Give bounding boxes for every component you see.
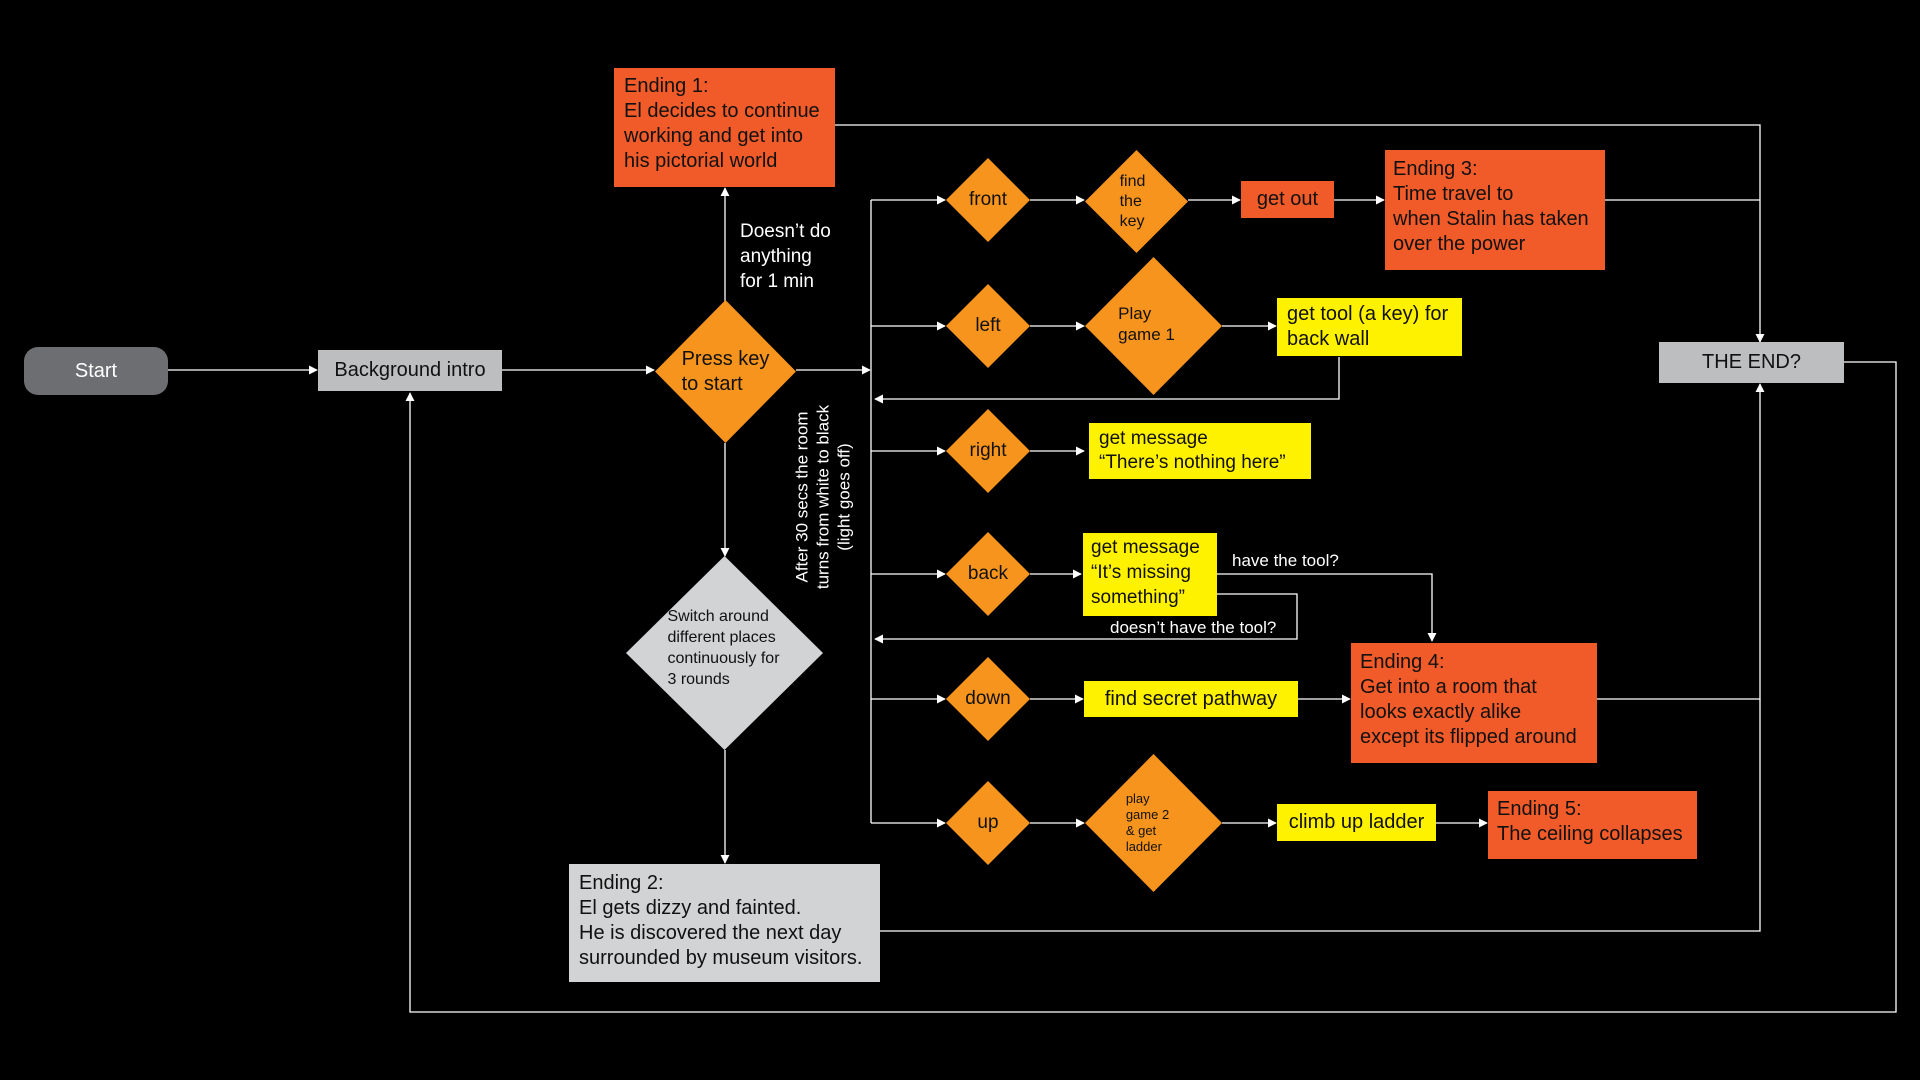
secret-pathway-node: find secret pathway — [1084, 681, 1298, 717]
get-tool-node: get tool (a key) for back wall — [1277, 298, 1462, 356]
left-diamond: left — [946, 284, 1030, 368]
front-diamond: front — [946, 158, 1030, 242]
background-intro-label: Background intro — [334, 359, 486, 381]
back-diamond: back — [946, 532, 1030, 616]
edge-notool-return — [874, 593, 1298, 644]
find-key-label: find the key — [1119, 172, 1146, 230]
ending4-node: Ending 4: Get into a room that looks exa… — [1351, 643, 1597, 763]
left-shape — [946, 284, 1030, 368]
back-label: back — [967, 563, 1009, 584]
climb-ladder-label: climb up ladder — [1288, 811, 1425, 833]
right-label: right — [969, 440, 1007, 461]
switch-places-diamond: Switch around different places continuou… — [626, 556, 823, 750]
down-label: down — [965, 688, 1011, 709]
edge-tool-return — [874, 357, 1340, 404]
idle-label: Doesn’t do anything for 1 min — [740, 221, 831, 292]
press-key-diamond: Press key to start — [655, 300, 796, 443]
ending5-node: Ending 5: The ceiling collapses — [1488, 791, 1697, 859]
play-game2-label: play game 2 & get ladder — [1125, 791, 1170, 854]
get-out-label: get out — [1256, 188, 1319, 210]
ending3-node: Ending 3: Time travel to when Stalin has… — [1385, 150, 1605, 270]
right-shape — [946, 409, 1030, 493]
front-label: front — [968, 189, 1008, 210]
up-label: up — [977, 812, 999, 833]
the-end-label: THE END? — [1702, 351, 1801, 373]
right-diamond: right — [946, 409, 1030, 493]
back-shape — [946, 532, 1030, 616]
play-game2-diamond: play game 2 & get ladder — [1085, 754, 1222, 892]
up-diamond: up — [946, 781, 1030, 865]
edge-end-loop — [405, 361, 1897, 1013]
msg-nothing-node: get message “There’s nothing here” — [1089, 423, 1311, 479]
down-diamond: down — [946, 657, 1030, 741]
edge-ending1-end — [835, 124, 1765, 343]
ending2-node: Ending 2: El gets dizzy and fainted. He … — [569, 864, 880, 982]
climb-ladder-node: climb up ladder — [1277, 804, 1436, 841]
press-key-shape — [655, 300, 796, 443]
up-shape — [946, 781, 1030, 865]
play-game1-label: Play game 1 — [1118, 304, 1175, 344]
secret-pathway-label: find secret pathway — [1104, 687, 1278, 710]
ending1-node: Ending 1: El decides to continue working… — [614, 68, 835, 187]
edge-ending2-end — [880, 699, 1761, 932]
switch-places-label: Switch around different places continuou… — [667, 608, 780, 688]
get-out-node: get out — [1241, 181, 1334, 218]
down-shape — [946, 657, 1030, 741]
msg-missing-node: get message “It’s missing something” — [1083, 533, 1217, 616]
find-key-shape — [1085, 150, 1188, 253]
no-tool-label: doesn’t have the tool? — [1110, 618, 1277, 637]
start-label: Start — [74, 359, 118, 382]
start-node: Start — [24, 347, 168, 395]
switch-places-shape — [626, 556, 823, 750]
find-key-diamond: find the key — [1085, 150, 1188, 253]
play-game1-diamond: Play game 1 — [1085, 257, 1222, 395]
play-game1-shape — [1085, 257, 1222, 395]
background-intro-node: Background intro — [318, 350, 502, 391]
play-game2-shape — [1085, 754, 1222, 892]
front-shape — [946, 158, 1030, 242]
press-key-label: Press key to start — [681, 347, 770, 395]
left-label: left — [975, 315, 1001, 336]
have-tool-label: have the tool? — [1232, 551, 1339, 570]
edge-havetool-ending4 — [1217, 573, 1437, 642]
the-end-node: THE END? — [1659, 342, 1844, 383]
edge-ending4-end — [1597, 383, 1765, 700]
